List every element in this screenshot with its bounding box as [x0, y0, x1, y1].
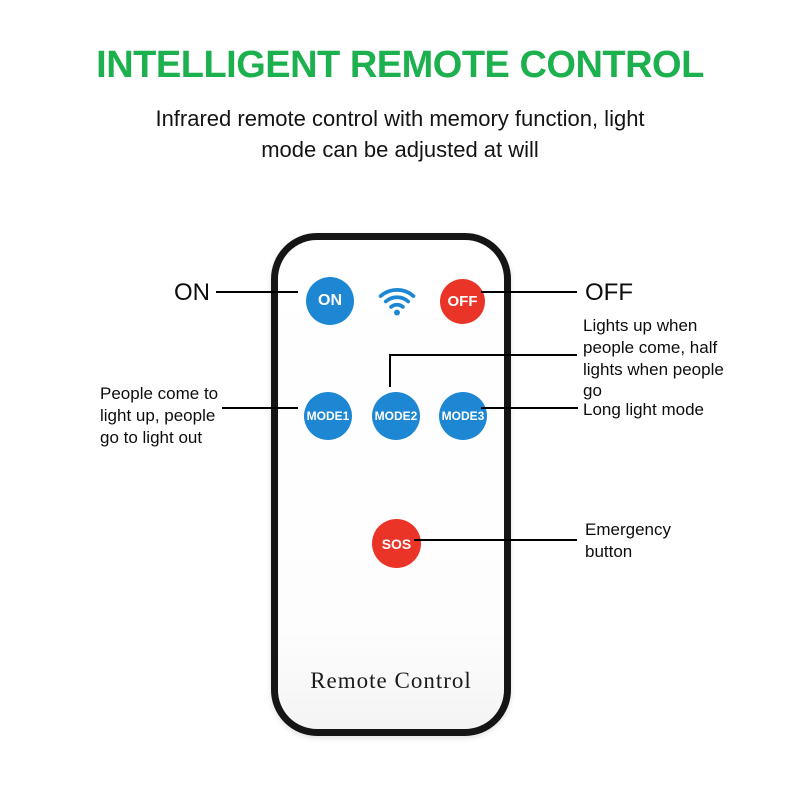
mode1-button-label: MODE1	[306, 409, 350, 423]
remote-control-body: ON OFF MODE1 MODE2 MODE3 SOS Remote Cont…	[271, 233, 511, 736]
mode3-button[interactable]: MODE3	[439, 392, 487, 440]
callout-mode2: Lights up when people come, half lights …	[583, 316, 724, 401]
callout-mode3: Long light mode	[583, 400, 704, 419]
page-subtitle: Infrared remote control with memory func…	[155, 106, 645, 163]
on-button[interactable]: ON	[306, 277, 354, 325]
callout-sos: Emergency button	[585, 520, 671, 561]
callout-on: ON	[174, 279, 210, 306]
mode2-button-label: MODE2	[374, 409, 418, 423]
callout-off: OFF	[585, 279, 633, 306]
connector-line-mode1	[222, 407, 298, 409]
off-button-label: OFF	[447, 293, 478, 310]
connector-line-off	[481, 291, 577, 293]
on-button-label: ON	[318, 292, 342, 309]
mode2-button[interactable]: MODE2	[372, 392, 420, 440]
page-title: INTELLIGENT REMOTE CONTROL	[96, 44, 704, 86]
sos-button-label: SOS	[381, 535, 412, 552]
connector-line-mode3	[481, 407, 578, 409]
mode1-button[interactable]: MODE1	[304, 392, 352, 440]
remote-name-label: Remote Control	[310, 668, 472, 693]
mode3-button-label: MODE3	[441, 409, 485, 423]
sos-button[interactable]: SOS	[372, 519, 421, 568]
off-button[interactable]: OFF	[440, 279, 485, 324]
connector-line-mode2-vertical	[389, 354, 391, 387]
wifi-icon	[374, 280, 420, 322]
callout-mode1: People come to light up, people go to li…	[100, 384, 219, 447]
connector-line-sos	[414, 539, 577, 541]
connector-line-mode2-horizontal	[389, 354, 577, 356]
connector-line-on	[216, 291, 298, 293]
